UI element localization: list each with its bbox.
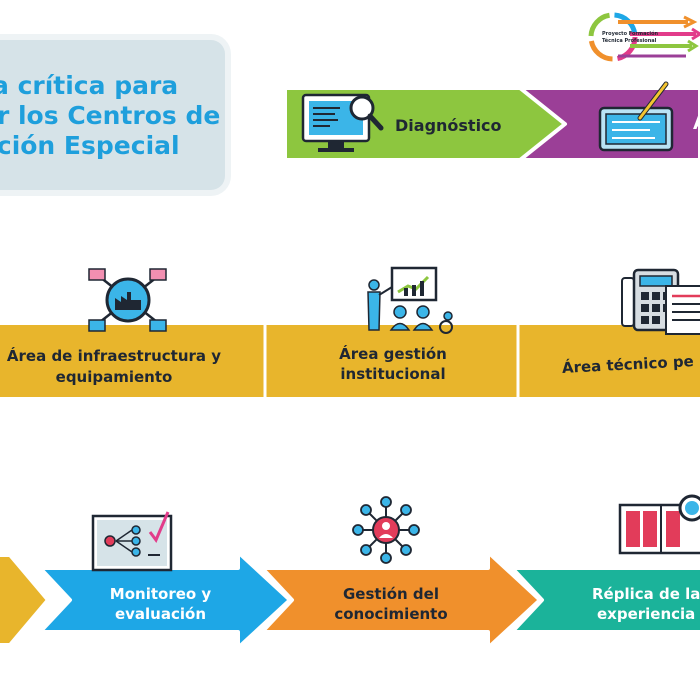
area-infraestructura-label-1: Área de infraestructura y	[6, 347, 222, 365]
logo-text-2: Técnica Profesional	[602, 38, 657, 44]
monitoreo-arrow	[38, 550, 292, 650]
replica-arrow	[510, 566, 700, 634]
area-infraestructura-label-2: equipamiento	[55, 368, 173, 386]
title-card: a crítica para er los Centros de ación E…	[0, 40, 225, 190]
replica-label-2: experiencia	[597, 605, 696, 623]
gestion-conocimiento-label-1: Gestión del	[343, 585, 439, 603]
area-gestion-label-1: Área gestión	[339, 345, 447, 363]
title-line-1: a crítica para	[0, 71, 179, 100]
gestion-conocimiento-label-2: conocimiento	[334, 605, 448, 623]
monitoreo-label-1: Monitoreo y	[109, 585, 212, 603]
monitoreo-label-2: evaluación	[114, 605, 207, 623]
title-line-3: ación Especial	[0, 131, 180, 160]
program-logo-icon	[588, 12, 700, 62]
area-gestion-label-2: institucional	[340, 365, 446, 383]
title-line-2: er los Centros de	[0, 101, 221, 130]
logo-text-1: Proyecto Formación	[602, 31, 659, 37]
gestion-conocimiento-arrow	[260, 550, 542, 650]
replica-label-1: Réplica de la	[592, 585, 700, 603]
program-logo: Proyecto Formación Técnica Profesional	[588, 12, 700, 62]
diagnostico-label: Diagnóstico	[395, 116, 502, 135]
row3-gold-arrow	[0, 553, 50, 647]
purple-step-label: A	[693, 113, 700, 134]
